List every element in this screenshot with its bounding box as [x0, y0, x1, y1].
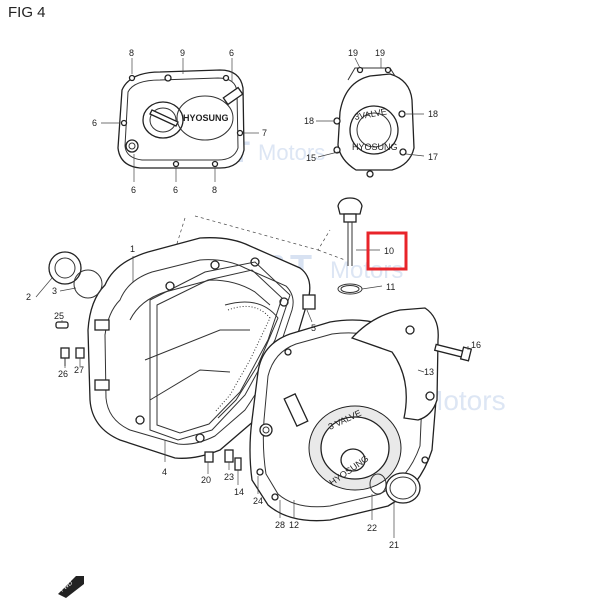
callout-2: 2	[26, 292, 31, 302]
callout-5: 5	[311, 323, 316, 333]
callout-18b: 18	[428, 109, 438, 119]
callout-9: 9	[180, 48, 185, 58]
small-parts	[55, 294, 316, 471]
callout-20: 20	[201, 475, 211, 485]
callout-1: 1	[130, 244, 135, 254]
callout-6d: 6	[173, 185, 178, 195]
callout-numbers: 8 9 6 6 7 6 6 8 19 19 18 18 17 15 10 11 …	[26, 48, 481, 550]
oil-seal	[48, 251, 103, 299]
sprocket-cover	[350, 307, 439, 421]
exploded-guide-lines	[174, 215, 346, 261]
callout-14: 14	[234, 487, 244, 497]
callout-21: 21	[389, 540, 399, 550]
callout-19a: 19	[348, 48, 358, 58]
callout-6a: 6	[229, 48, 234, 58]
callout-26: 26	[58, 369, 68, 379]
callout-12: 12	[289, 520, 299, 530]
highlight-box	[366, 231, 408, 271]
watermark-suffix-1: Motors	[258, 140, 325, 165]
callout-18a: 18	[304, 116, 314, 126]
callout-8b: 8	[212, 185, 217, 195]
figure-title: FIG 4	[8, 4, 46, 21]
callout-8a: 8	[129, 48, 134, 58]
cover-brand-text: HYOSUNG	[183, 113, 229, 123]
callout-24: 24	[253, 496, 263, 506]
callout-11: 11	[386, 282, 395, 292]
callout-17: 17	[428, 152, 438, 162]
generator-cover-main: 3 VALVE HYOSUNG	[249, 319, 437, 522]
generator-cover-top: 3VALVE HYOSUNG	[333, 66, 415, 178]
callout-4: 4	[162, 467, 167, 477]
callout-23: 23	[224, 472, 234, 482]
clutch-cover-top: HYOSUNG	[117, 69, 245, 169]
bolt-16	[433, 343, 473, 362]
callout-22: 22	[367, 523, 377, 533]
callout-10: 10	[384, 246, 394, 256]
fwd-arrow: FWD	[58, 576, 84, 598]
callout-19b: 19	[375, 48, 385, 58]
callout-13: 13	[424, 367, 434, 377]
callout-27: 27	[74, 365, 84, 375]
callout-7: 7	[262, 128, 267, 138]
gen-cover-brand-text: HYOSUNG	[352, 142, 398, 152]
callout-15: 15	[306, 153, 316, 163]
callout-6c: 6	[131, 185, 136, 195]
callout-28: 28	[275, 520, 285, 530]
callout-16: 16	[471, 340, 481, 350]
filler-cap	[369, 472, 421, 504]
callout-25: 25	[54, 311, 64, 321]
callout-6b: 6	[92, 118, 97, 128]
callout-3: 3	[52, 286, 57, 296]
